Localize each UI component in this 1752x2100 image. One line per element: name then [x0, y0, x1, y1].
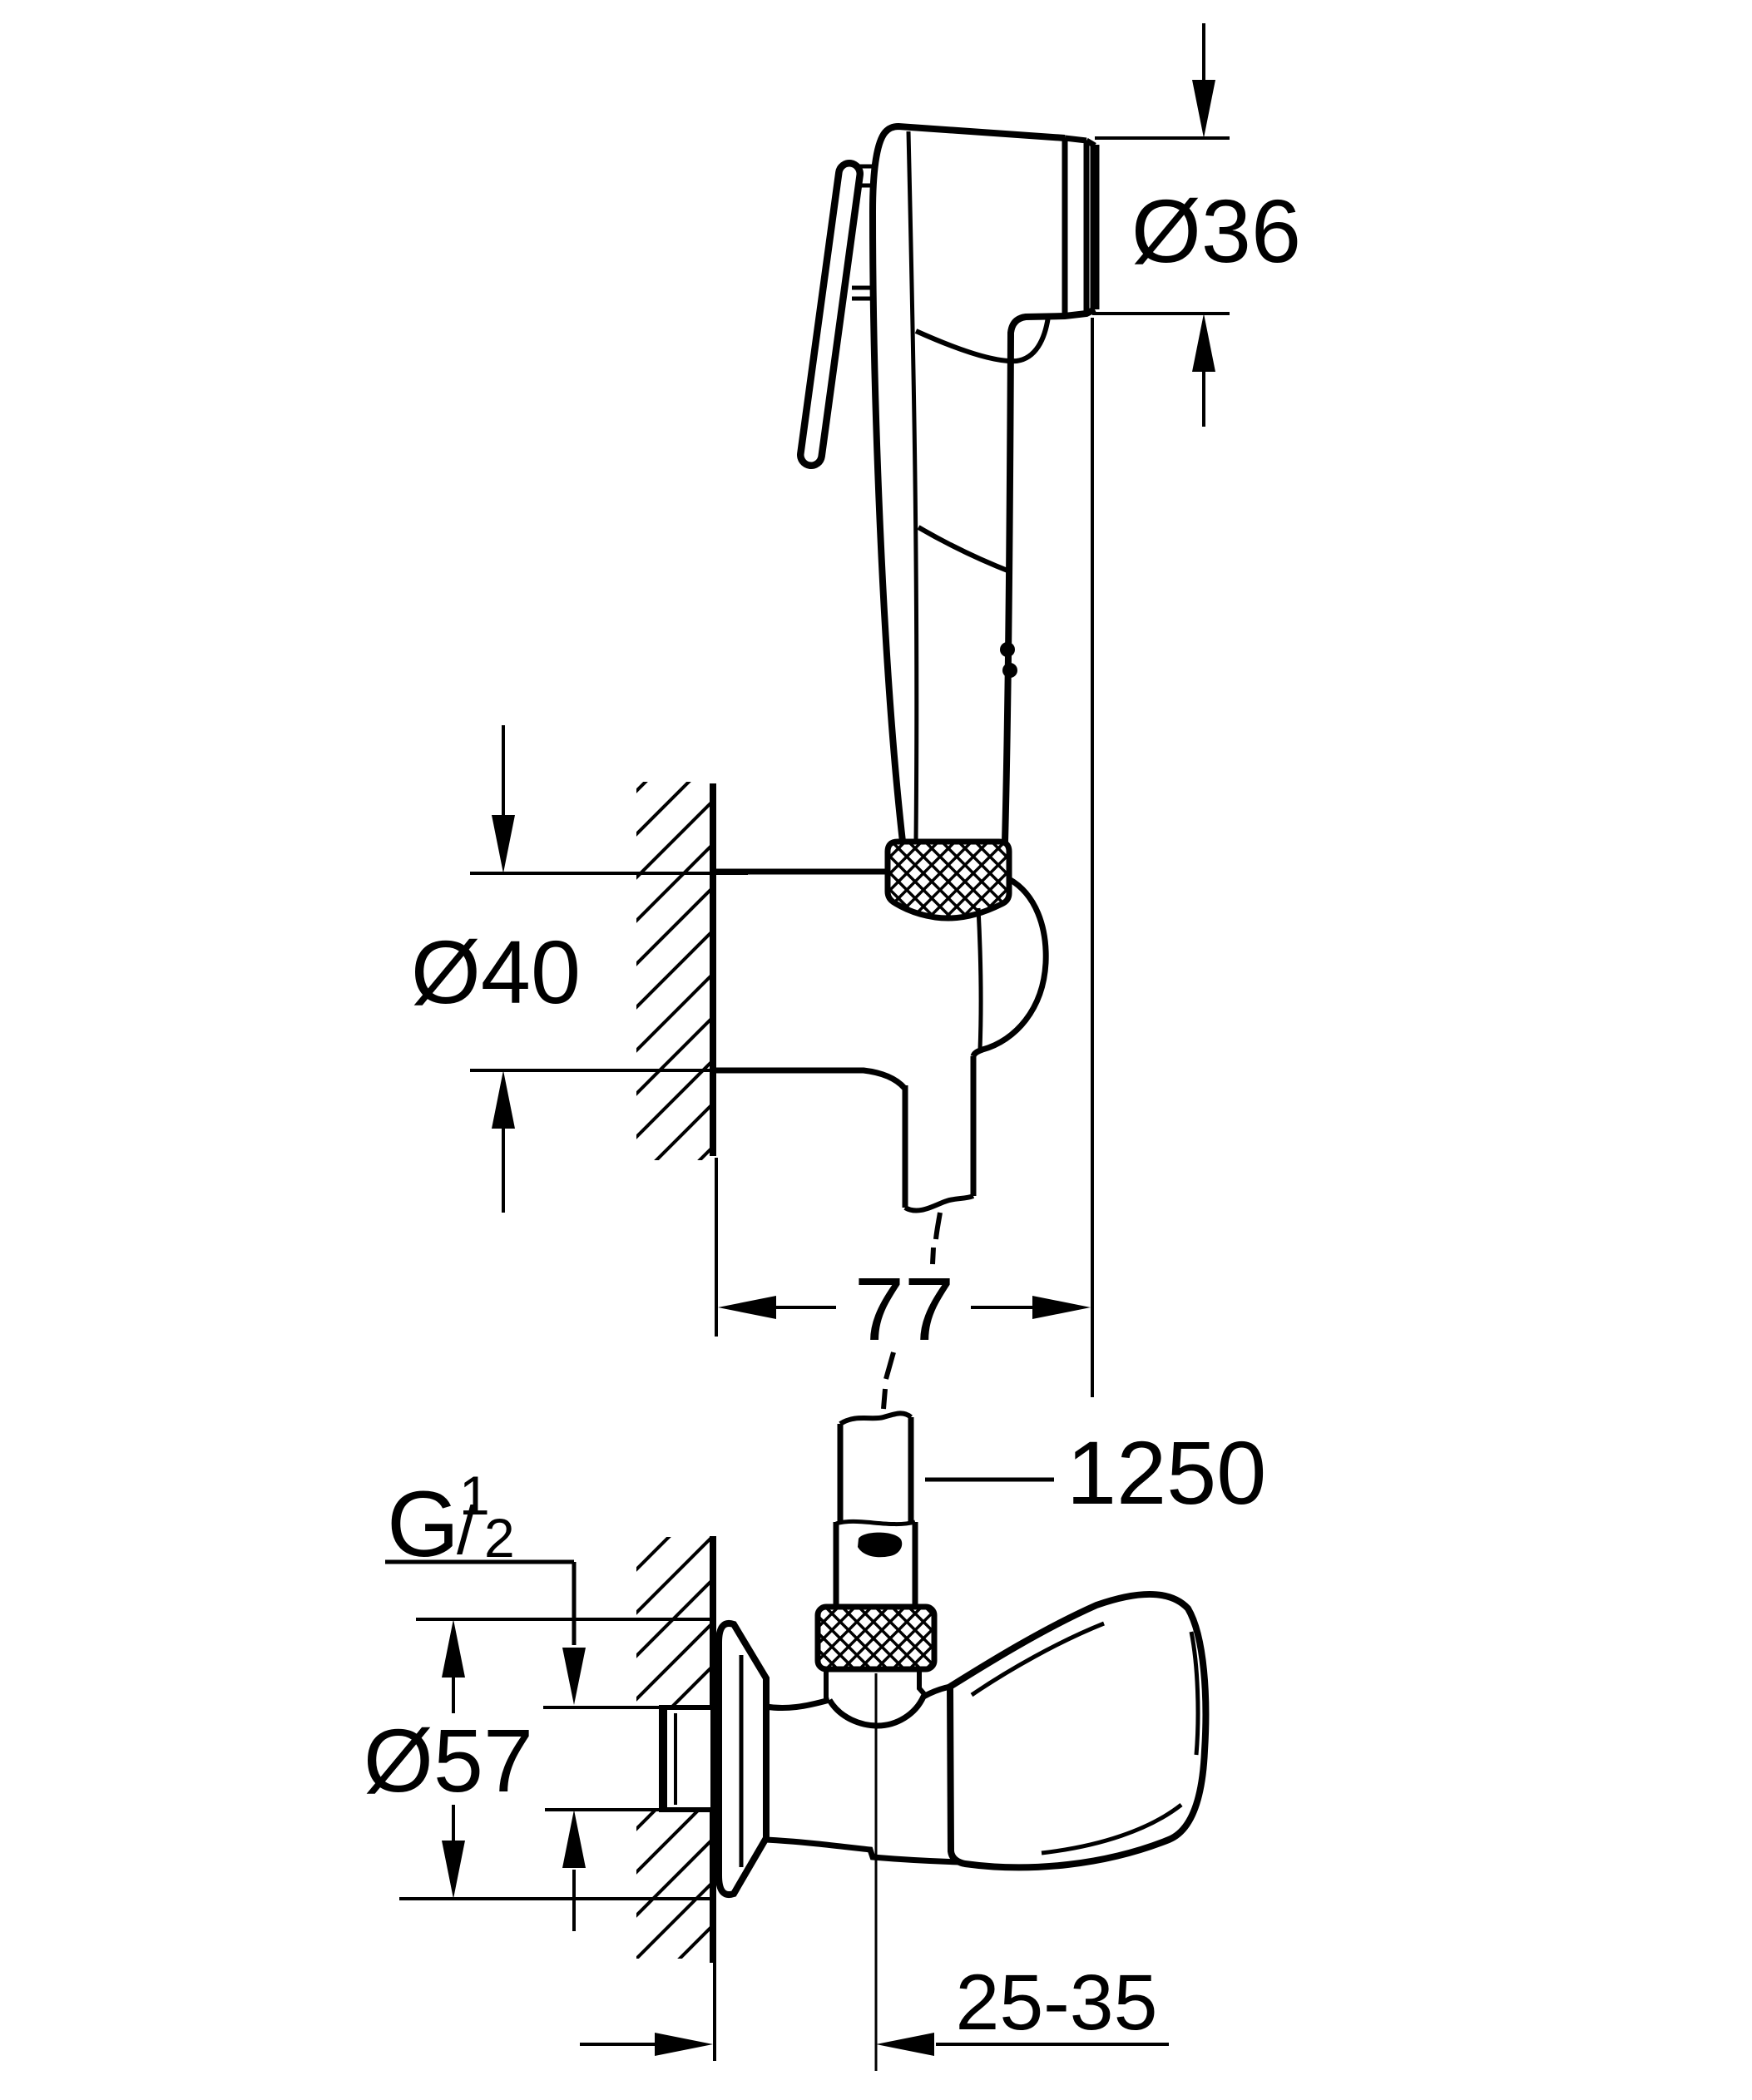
trigger-lever-face: [804, 166, 857, 462]
dim-diameter-40: Ø40: [411, 725, 748, 1213]
ext-lines-d57: [399, 1618, 715, 1900]
wall-section-top: [636, 782, 716, 1160]
hose-walls-upper: [902, 1056, 977, 1208]
hose-walls-lower: [837, 1417, 914, 1524]
spray-mode-button-2: [1002, 663, 1017, 678]
label-depth-77: 77: [854, 1258, 954, 1359]
ext-lines-d77: [715, 318, 1094, 1397]
valve-neck-bottom: [765, 1836, 963, 1865]
arrow-up-icon: [442, 1619, 465, 1678]
wall-hatch-bottom-upper: [636, 1537, 713, 1707]
arrow-down-icon: [1192, 80, 1215, 138]
inlet-body: [659, 1705, 715, 1812]
body-front-edge-line: [906, 131, 919, 841]
hose-break-wave-upper: [903, 1193, 975, 1213]
arrow-right-icon: [655, 2033, 713, 2056]
label-thread-numerator: 1: [459, 1465, 490, 1526]
label-diameter-57: Ø57: [364, 1710, 533, 1811]
shower-holder: [713, 838, 1049, 1090]
shower-hose-lower: [814, 1411, 938, 1673]
trigger-mount-tabs: [852, 164, 875, 301]
top-view-hand-shower: Ø36 Ø40 77: [411, 23, 1301, 1410]
wall-hatch-bottom-lower: [636, 1811, 713, 1959]
valve-knob: [946, 1591, 1210, 1871]
arrow-up-icon: [492, 1070, 515, 1129]
valve-body: [765, 1669, 963, 2071]
thread-leader-line: [385, 1559, 577, 1645]
dim-depth-77: 77: [715, 318, 1094, 1397]
valve-neck-top: [765, 1697, 830, 1712]
label-hose-length: 1250: [1067, 1422, 1266, 1523]
body-outline-right: [1002, 306, 1096, 842]
arrow-down-icon: [492, 815, 515, 873]
knob-face-highlight: [1189, 1631, 1200, 1756]
ext-lines-d40: [470, 872, 748, 1072]
valve-inlet-thread: [659, 1705, 715, 1812]
dim-diameter-57: Ø57: [364, 1618, 715, 1900]
label-thread-denominator: 2: [484, 1507, 515, 1569]
dim-wall-distance-25-35: 25-35: [580, 1959, 1169, 2056]
spray-mode-button: [1000, 642, 1015, 657]
arrow-left-icon: [876, 2033, 934, 2056]
head-seam-upper: [914, 316, 1051, 364]
dim-hose-length-1250: 1250: [925, 1422, 1266, 1523]
shower-head-cap: [1062, 135, 1096, 316]
holder-dome: [970, 876, 1049, 1058]
dim-thread-g12: G 1 / 2: [385, 1465, 661, 1931]
label-diameter-40: Ø40: [411, 922, 581, 1022]
holder-knurled-nut: [884, 838, 1012, 922]
hand-shower-body: [869, 122, 1100, 842]
arrow-up-icon: [562, 1810, 586, 1868]
head-seam-lower: [917, 525, 1013, 575]
label-thread-slash: /: [457, 1493, 476, 1569]
label-thread-g: G: [387, 1472, 459, 1576]
hose-continuation-dashes: [881, 1212, 943, 1410]
arrow-right-icon: [1032, 1296, 1091, 1319]
trigger-lever: [797, 160, 864, 469]
label-diameter-36: Ø36: [1131, 180, 1301, 281]
arrow-left-icon: [718, 1296, 776, 1319]
arrow-down-icon: [442, 1841, 465, 1899]
knob-bottom-highlight: [1041, 1803, 1183, 1855]
knob-top-highlight: [970, 1621, 1105, 1697]
shower-hose-upper: [881, 1056, 977, 1410]
label-wall-distance-range: 25-35: [956, 1959, 1158, 2047]
wall-hatch-top: [636, 782, 713, 1160]
sleeve-logo-mark: [858, 1532, 903, 1558]
valve-bell-arc: [826, 1683, 951, 1729]
knob-outline: [946, 1591, 1210, 1871]
wall-section-bottom: [636, 1536, 716, 2061]
hose-sleeve-walls: [833, 1522, 918, 1607]
arrow-up-icon: [1192, 314, 1215, 372]
bottom-view-angle-valve: G 1 / 2 Ø57 1250 25-35: [364, 1411, 1266, 2071]
hose-break-wave-lower: [839, 1411, 913, 1426]
holder-dome-face-line: [976, 907, 983, 1050]
rosette-flange: [715, 1620, 770, 1898]
hose-knurled-nut: [814, 1603, 938, 1673]
dim-diameter-36: Ø36: [1092, 23, 1301, 427]
ext-lines-d36: [1092, 136, 1230, 315]
hose-sleeve-top-edge: [835, 1519, 916, 1527]
arrow-down-icon: [562, 1648, 586, 1705]
holder-bottom-line: [713, 1067, 907, 1090]
nut-neck-sides: [824, 1669, 928, 1699]
body-outline-left-top: [869, 122, 1066, 842]
thread-extent-lines: [543, 1706, 661, 1811]
